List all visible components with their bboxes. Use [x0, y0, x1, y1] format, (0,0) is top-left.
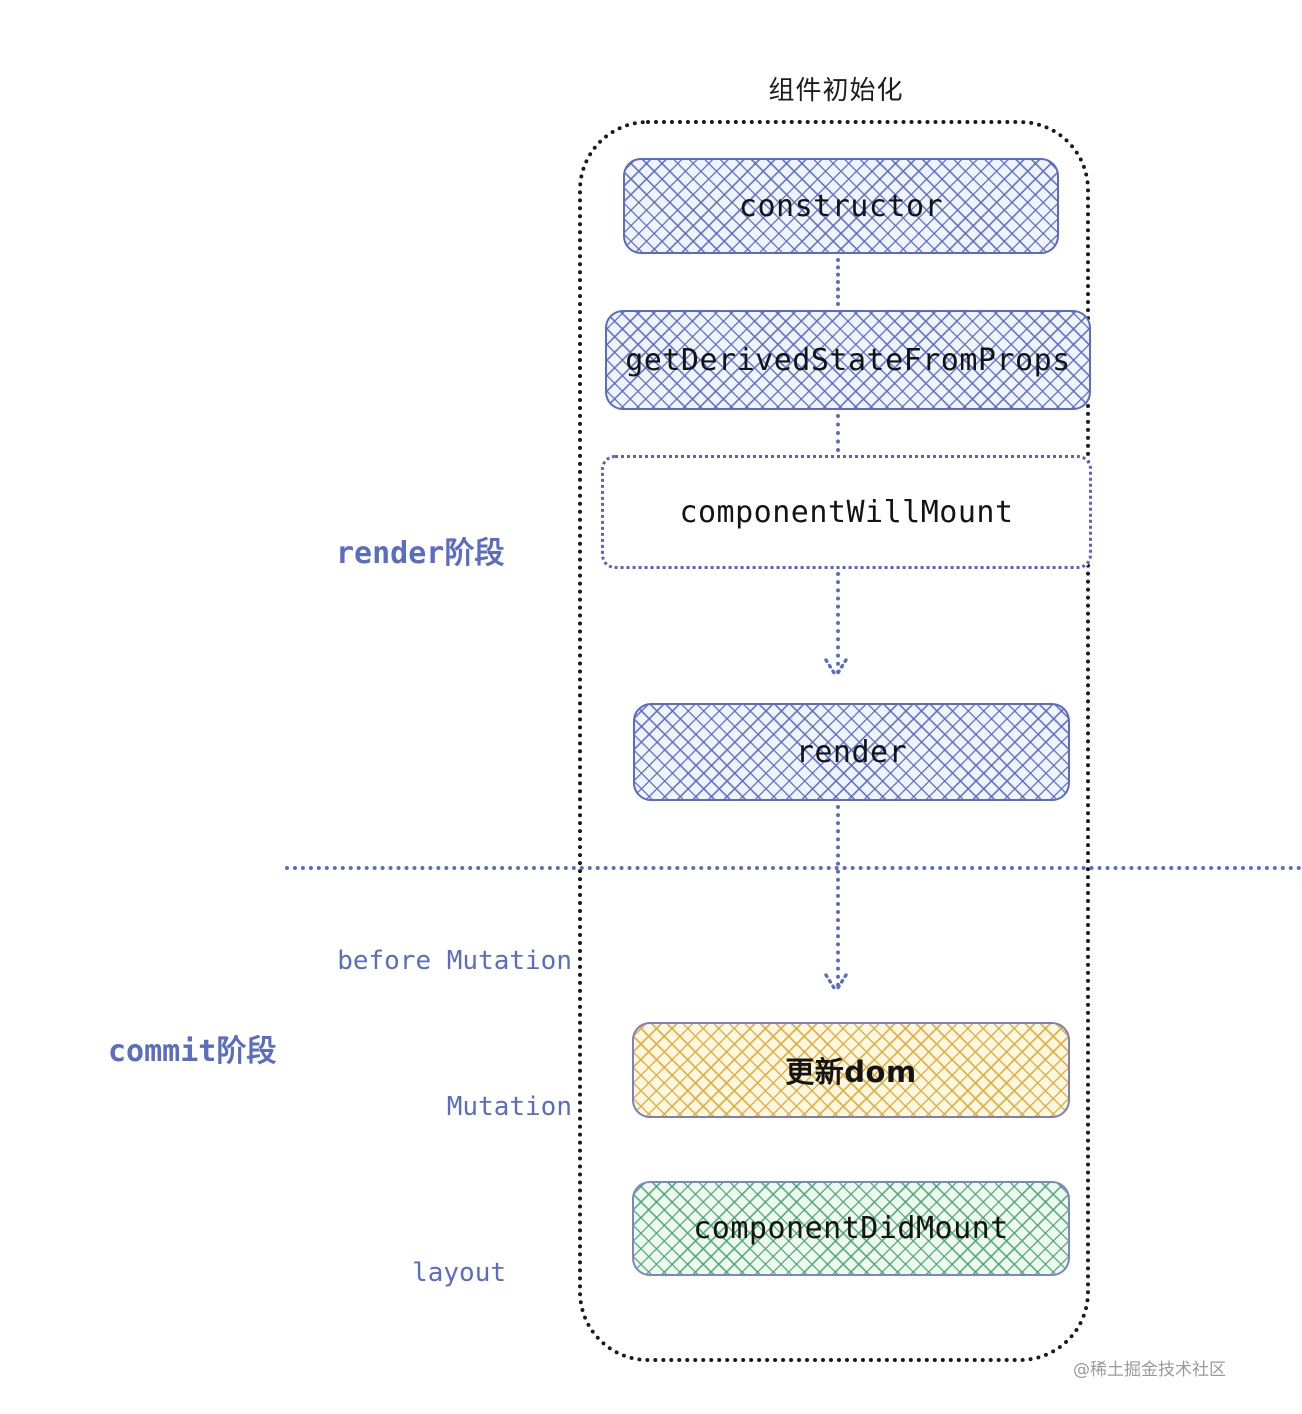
lifecycle-box-render[interactable]: render: [633, 703, 1070, 801]
lifecycle-box-label: componentDidMount: [693, 1211, 1009, 1246]
phase-divider: [285, 866, 1302, 870]
sub-phase-label-before-mutation: before Mutation: [337, 946, 572, 976]
phase-label-render: render阶段: [336, 536, 505, 571]
connector-constructor-to-getderivedstatefromprops: [836, 258, 840, 306]
lifecycle-container: [578, 120, 1090, 1362]
connector-render-to-updatedom: [836, 805, 840, 987]
lifecycle-box-updatedom[interactable]: 更新dom: [632, 1022, 1070, 1118]
lifecycle-box-componentwillmount[interactable]: componentWillMount: [601, 455, 1092, 569]
watermark: @稀土掘金技术社区: [1073, 1360, 1226, 1380]
lifecycle-box-label: constructor: [738, 188, 944, 224]
arrow-down-icon: [823, 657, 849, 683]
phase-label-commit: commit阶段: [108, 1034, 277, 1069]
sub-phase-label-layout: layout: [412, 1258, 506, 1288]
lifecycle-box-label: 更新dom: [785, 1055, 917, 1089]
arrow-down-icon: [823, 972, 849, 998]
sub-phase-label-mutation: Mutation: [446, 1092, 572, 1122]
lifecycle-box-label: getDerivedStateFromProps: [625, 342, 1071, 378]
connector-componentwillmount-to-render: [836, 572, 840, 674]
page-title: 组件初始化: [768, 76, 904, 106]
lifecycle-box-componentdidmount[interactable]: componentDidMount: [632, 1181, 1070, 1276]
lifecycle-box-constructor[interactable]: constructor: [623, 158, 1059, 254]
lifecycle-box-label: componentWillMount: [679, 494, 1014, 530]
lifecycle-box-getderivedstatefromprops[interactable]: getDerivedStateFromProps: [605, 310, 1091, 410]
connector-getderivedstatefromprops-to-componentwillmount: [836, 414, 840, 452]
lifecycle-box-label: render: [795, 734, 908, 770]
